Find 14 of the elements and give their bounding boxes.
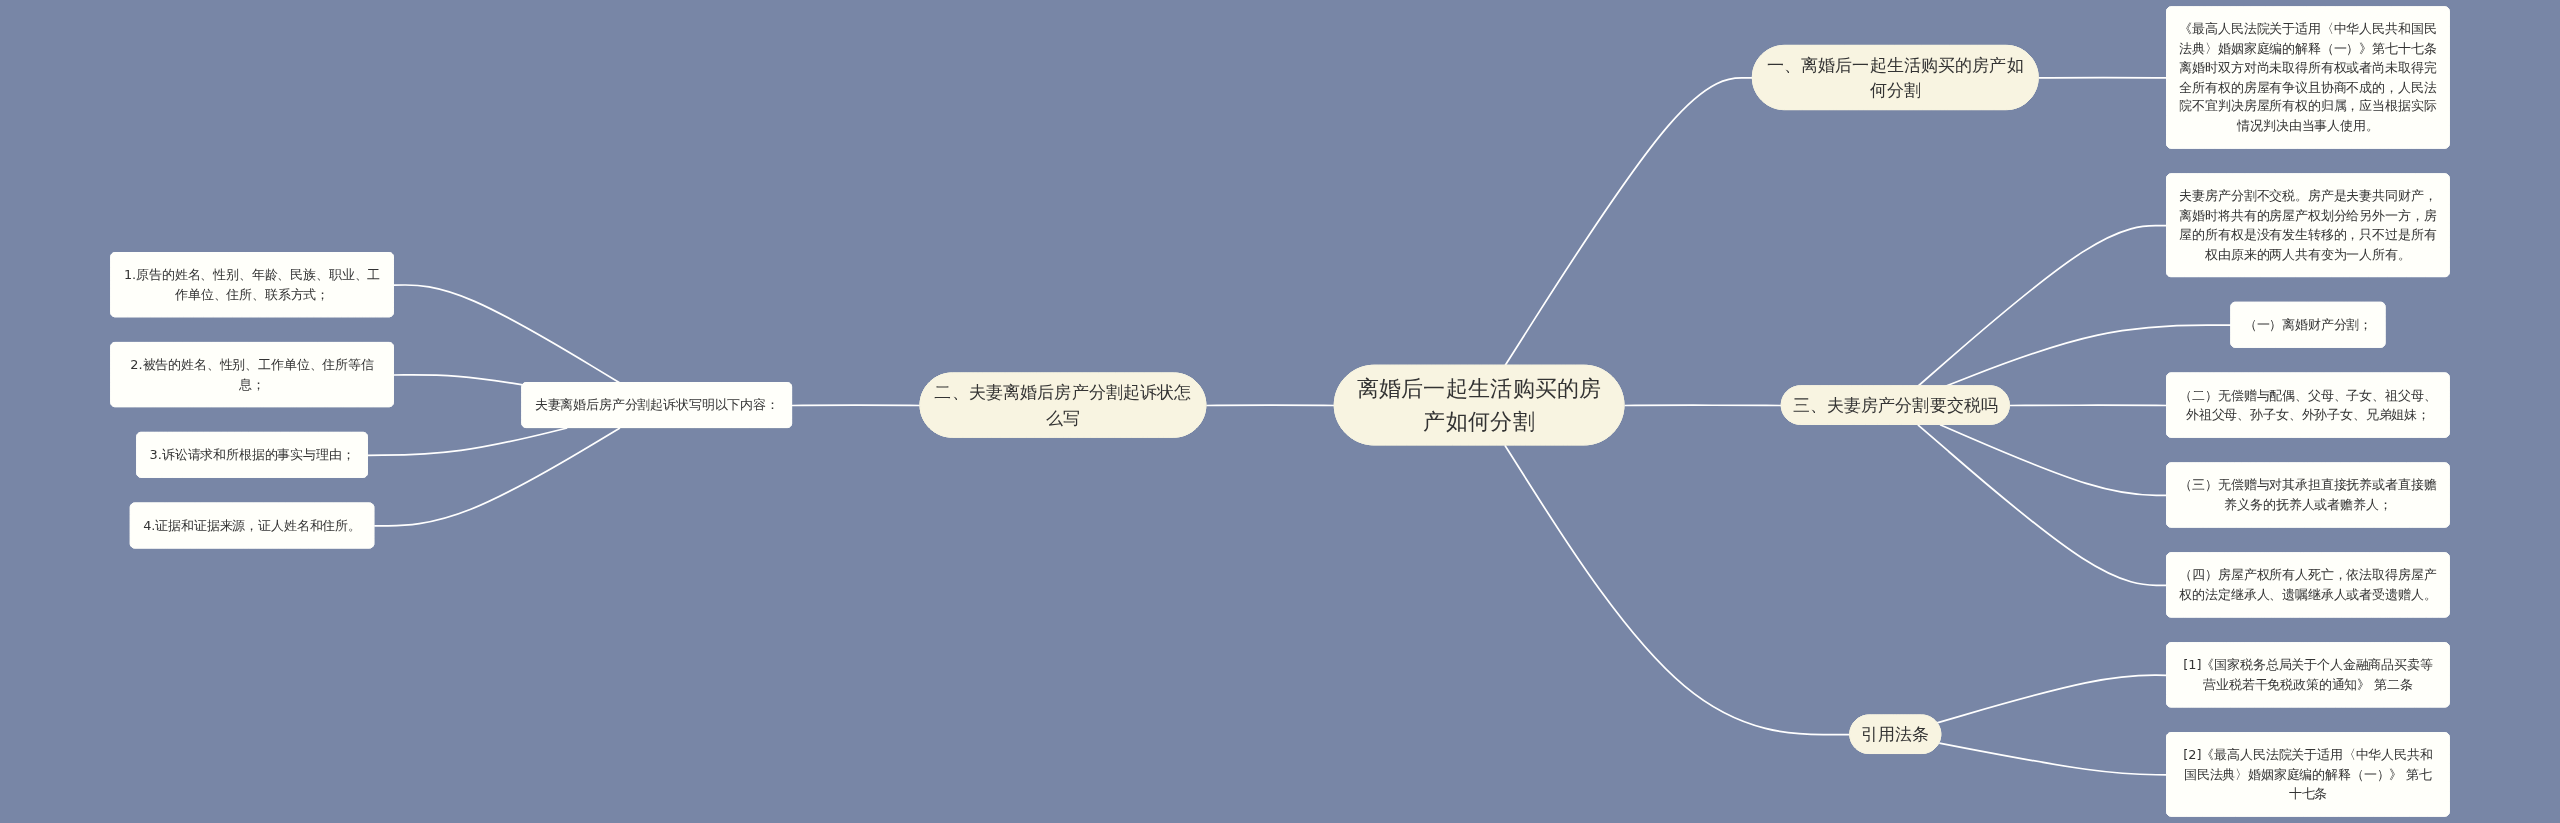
- connector: [1936, 674, 2168, 724]
- connector: [1917, 423, 2168, 587]
- connector: [1939, 423, 2168, 497]
- connector: [373, 427, 621, 527]
- connector: [392, 374, 524, 386]
- connector: [1205, 404, 1336, 407]
- connector: [2008, 404, 2168, 407]
- connector: [2037, 76, 2168, 79]
- connector: [1504, 77, 1754, 367]
- connector: [791, 404, 922, 407]
- connector: [1623, 404, 1783, 407]
- connector: [366, 427, 569, 457]
- connector: [1938, 742, 2168, 776]
- connector: [392, 284, 621, 384]
